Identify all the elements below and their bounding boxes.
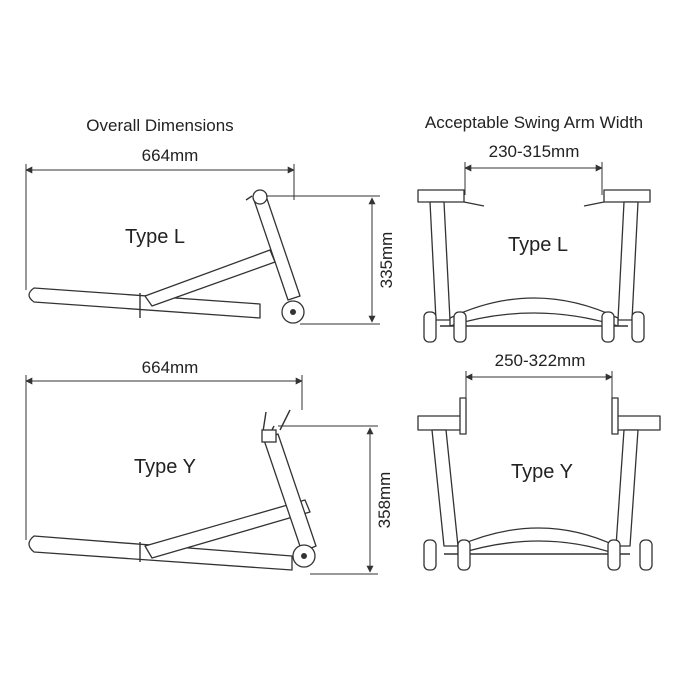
- left-upright: [429, 201, 451, 321]
- type-y-front-view: 250-322mm Type Y: [417, 351, 661, 571]
- left-top-bar: [417, 415, 465, 431]
- wheel-icon: [423, 311, 437, 343]
- type-l-side-view: 664mm 335mm Type L: [25, 146, 396, 325]
- right-top-bar: [603, 189, 651, 203]
- left-upright: [431, 429, 459, 547]
- type-y-height-label: 358mm: [375, 472, 394, 529]
- wheel-icon: [423, 539, 437, 571]
- stand-base-tube: [28, 287, 261, 319]
- wheel-icon: [607, 539, 621, 571]
- cradle-bar: [449, 297, 619, 327]
- type-y-side-label: Type Y: [134, 456, 196, 478]
- right-top-bar: [613, 415, 661, 431]
- stand-brace-tube: [144, 499, 311, 559]
- type-l-side-label: Type L: [125, 226, 185, 248]
- wheel-icon: [601, 311, 615, 343]
- wheel-icon: [639, 539, 653, 571]
- overall-dimensions-heading: Overall Dimensions: [86, 116, 233, 135]
- stand-upright-tube: [263, 433, 317, 553]
- type-l-length-label: 664mm: [142, 146, 199, 165]
- stand-brace-tube: [144, 249, 276, 307]
- type-l-width-label: 230-315mm: [489, 142, 580, 161]
- type-y-side-view: 664mm 358mm Type Y: [25, 358, 394, 575]
- l-hook-icon: [245, 189, 268, 205]
- type-y-front-label: Type Y: [511, 461, 573, 483]
- y-fork-icon: [261, 409, 291, 443]
- type-l-height-label: 335mm: [377, 232, 396, 289]
- wheel-icon: [453, 311, 467, 343]
- swing-arm-width-heading: Acceptable Swing Arm Width: [425, 113, 643, 132]
- type-y-length-label: 664mm: [142, 358, 199, 377]
- stand-upright-tube: [253, 195, 301, 301]
- right-upright: [617, 201, 639, 321]
- type-l-front-label: Type L: [508, 234, 568, 256]
- cradle-bar: [457, 527, 617, 555]
- left-top-bar: [417, 189, 465, 203]
- right-upright: [615, 429, 639, 547]
- type-y-width-label: 250-322mm: [495, 351, 586, 370]
- wheel-icon: [457, 539, 471, 571]
- type-l-front-view: 230-315mm Type L: [417, 142, 651, 343]
- wheel-icon: [631, 311, 645, 343]
